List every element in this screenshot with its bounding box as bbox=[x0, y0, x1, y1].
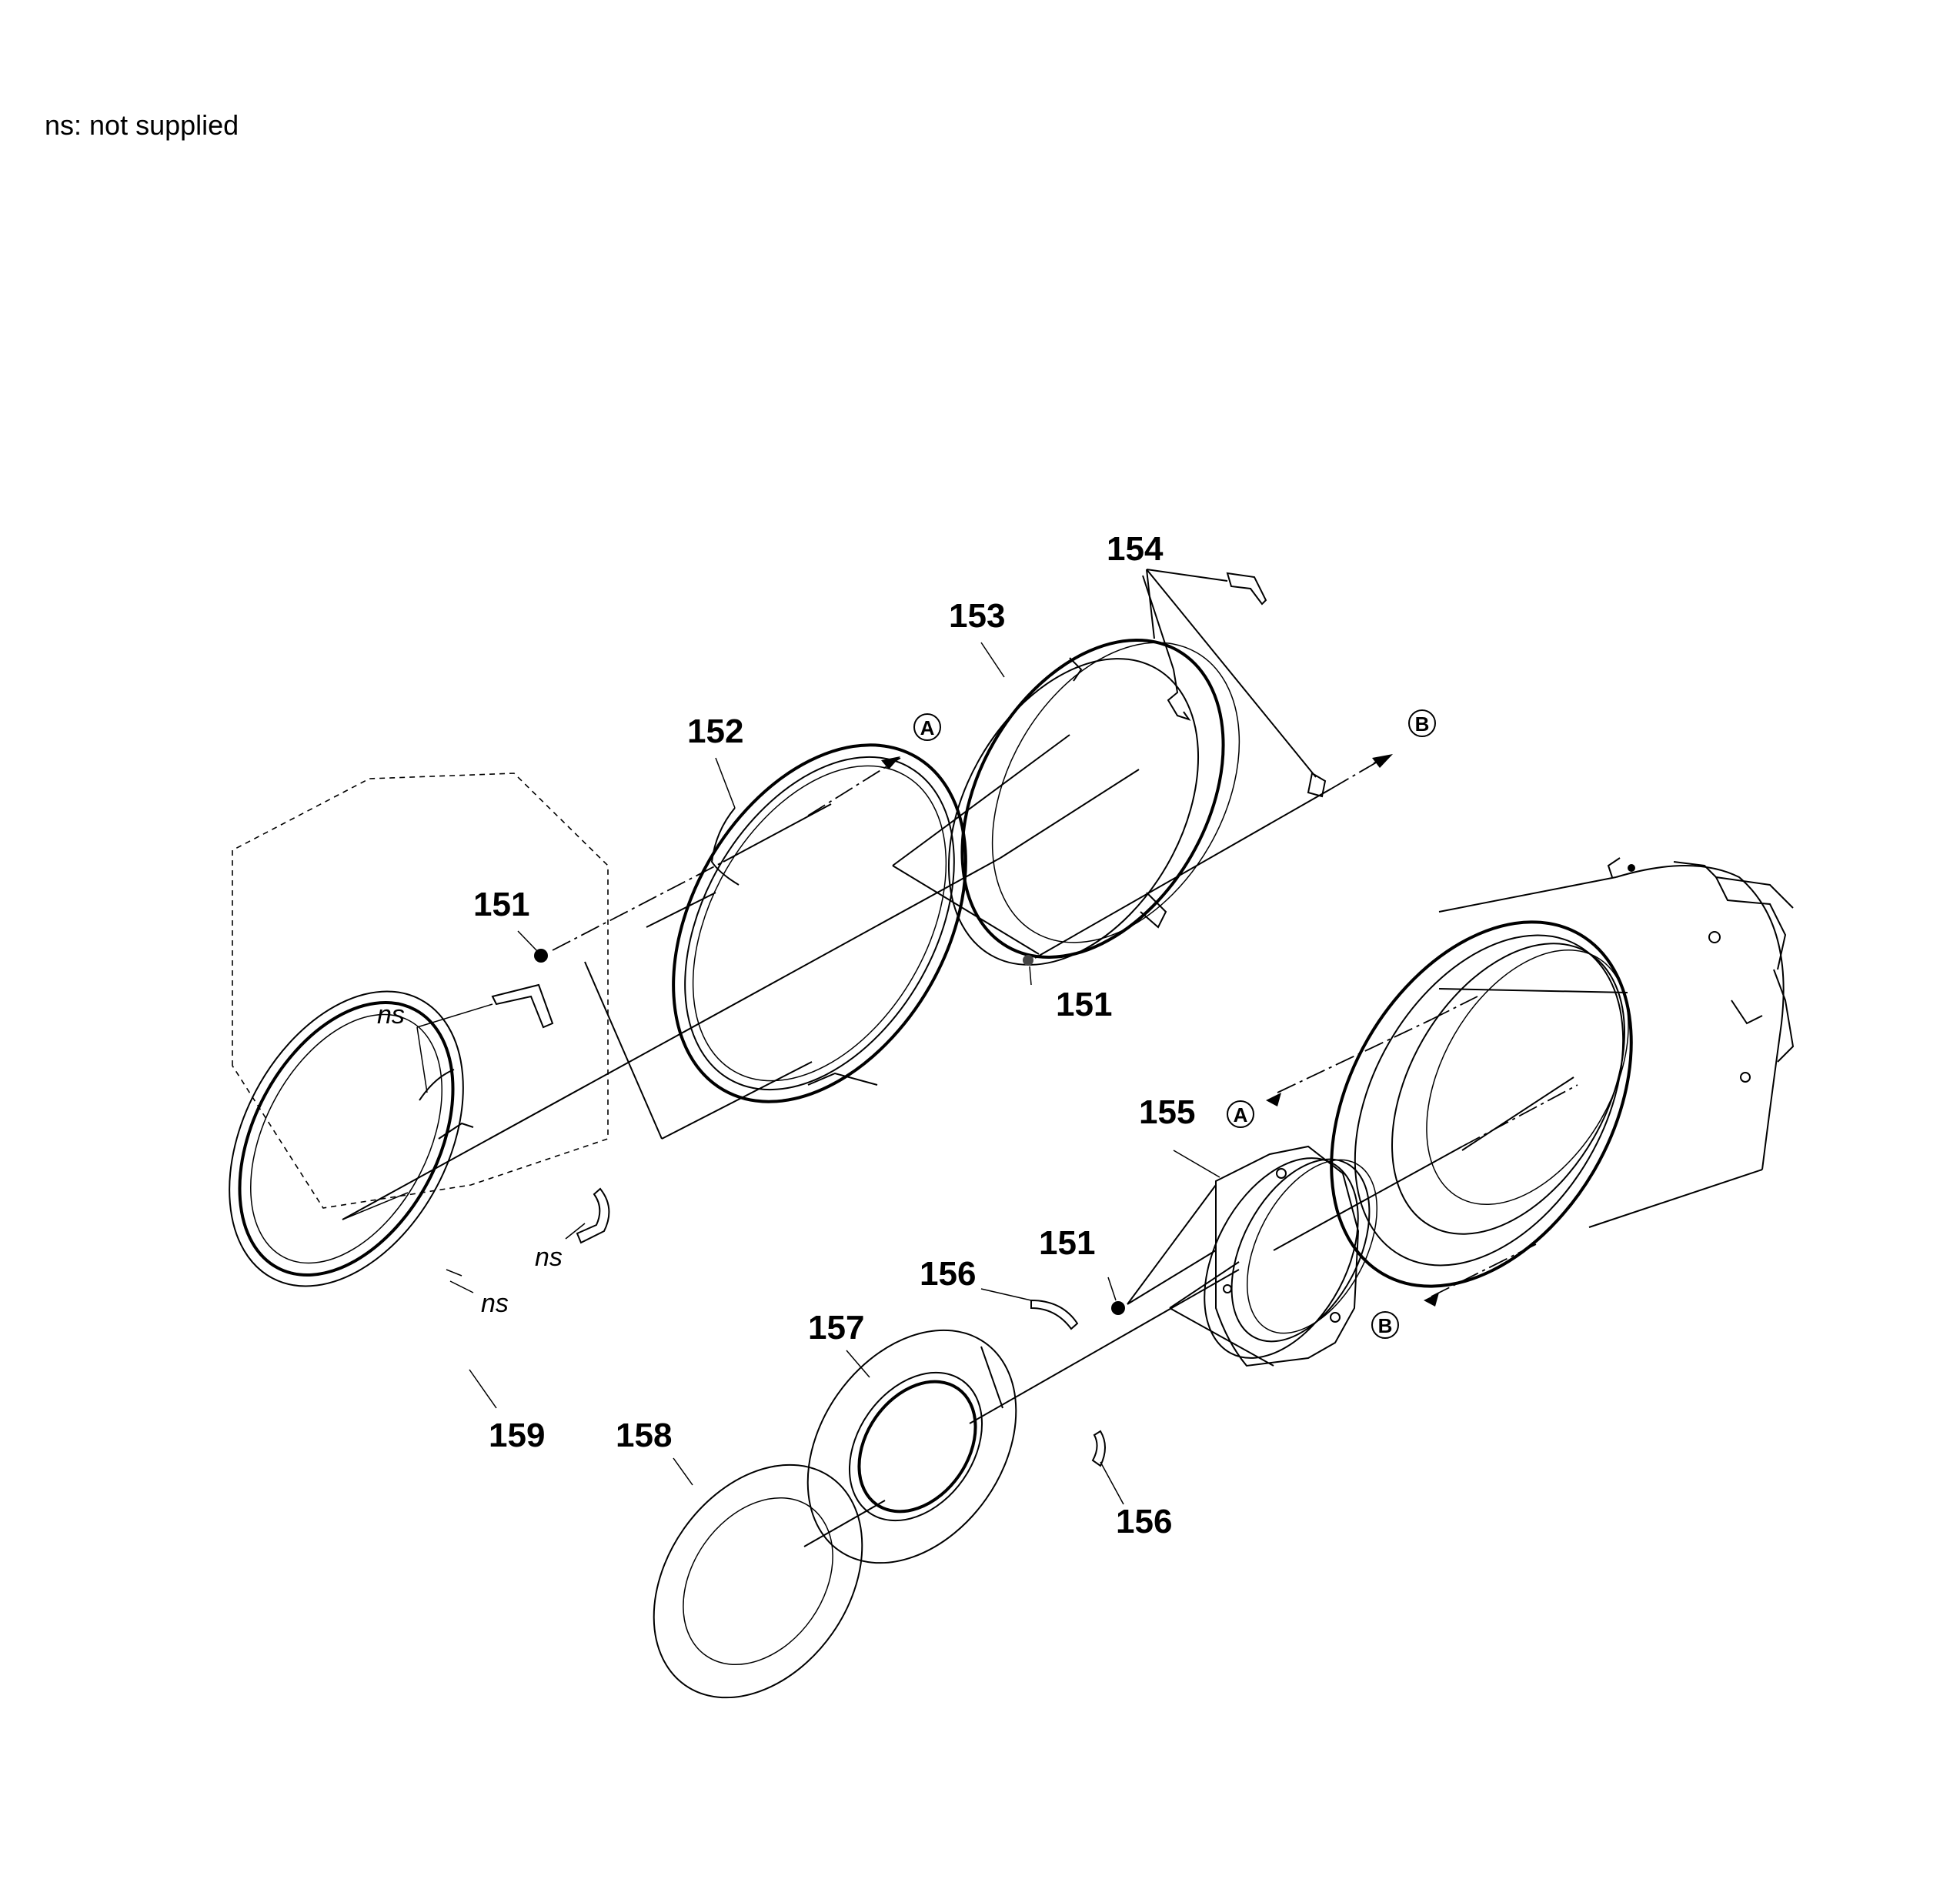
part-158-washer bbox=[653, 1463, 863, 1699]
svg-text:B: B bbox=[1415, 713, 1430, 736]
callout-157: 157 bbox=[808, 1309, 864, 1347]
callout-154: 154 bbox=[1107, 530, 1164, 568]
callout-158: 158 bbox=[616, 1417, 672, 1454]
part-152-ring bbox=[672, 743, 967, 1103]
reference-marker-a-top: A bbox=[913, 713, 941, 741]
callout-151-lower: 151 bbox=[1039, 1224, 1095, 1262]
part-151-screws bbox=[534, 949, 1125, 1315]
callout-151-left: 151 bbox=[473, 886, 529, 923]
part-154-spring-clips bbox=[1167, 572, 1327, 798]
part-153-ring bbox=[947, 638, 1240, 966]
callout-156-lower: 156 bbox=[1116, 1503, 1172, 1540]
part-155-mount-plate bbox=[1204, 1145, 1378, 1367]
svg-text:A: A bbox=[1234, 1103, 1248, 1126]
callout-153: 153 bbox=[949, 597, 1005, 635]
callout-151-middle: 151 bbox=[1056, 986, 1112, 1023]
reference-arrows bbox=[881, 754, 1439, 1307]
part-156-guide-pieces bbox=[980, 1299, 1106, 1467]
ns-label-bottom: ns bbox=[481, 1289, 509, 1318]
reference-marker-a-barrel: A bbox=[1227, 1100, 1254, 1128]
svg-text:B: B bbox=[1378, 1314, 1393, 1337]
reference-marker-b-barrel: B bbox=[1371, 1311, 1399, 1339]
callout-152: 152 bbox=[687, 713, 743, 750]
ns-label-upper: ns bbox=[377, 1000, 405, 1030]
callout-159: 159 bbox=[489, 1417, 545, 1454]
callout-156-upper: 156 bbox=[920, 1255, 976, 1293]
reference-marker-b-top: B bbox=[1408, 709, 1436, 737]
assembly-leader-lines bbox=[342, 569, 1578, 1547]
part-159-front-lens-assembly bbox=[229, 773, 610, 1287]
ns-label-right: ns bbox=[535, 1243, 563, 1272]
svg-text:A: A bbox=[920, 716, 935, 739]
callout-155: 155 bbox=[1139, 1093, 1195, 1131]
legend-text: ns: not supplied bbox=[45, 109, 239, 141]
lens-barrel-main-body bbox=[1330, 857, 1795, 1288]
